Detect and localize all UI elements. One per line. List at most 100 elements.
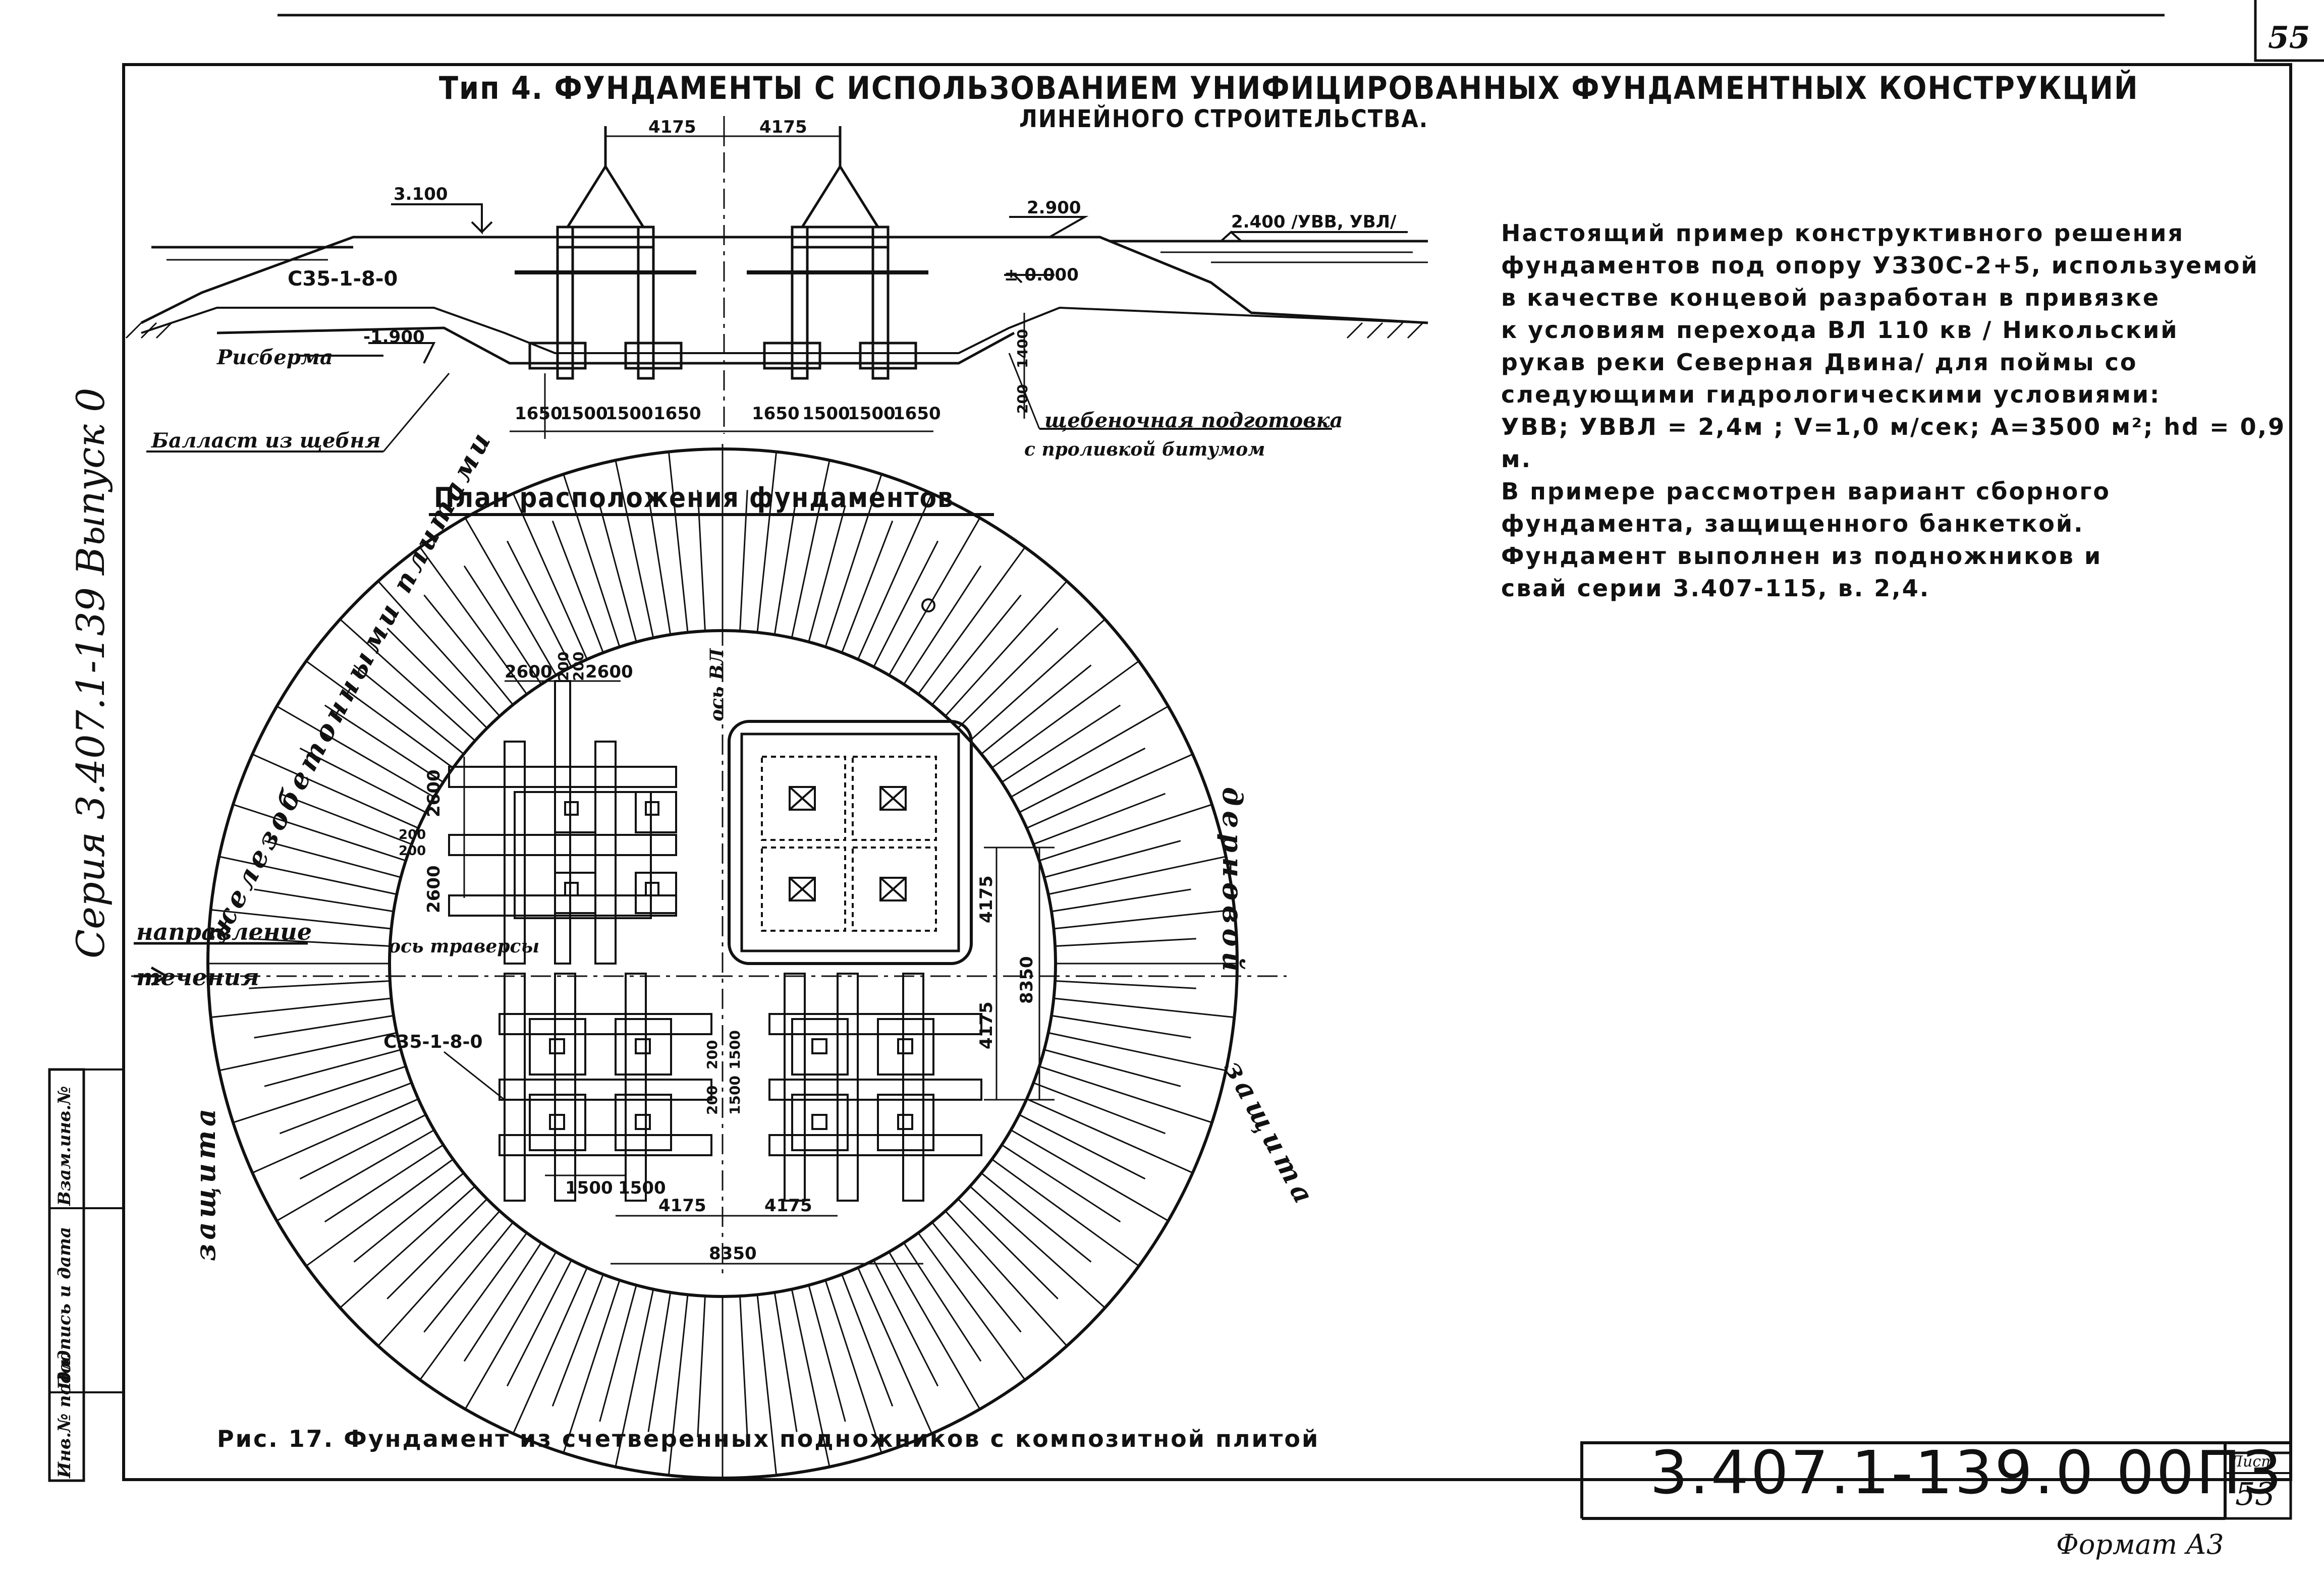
protection-ray <box>1044 840 1181 878</box>
dim-4175-left: 4175 <box>648 117 696 137</box>
axis-traverse-label: ось траверсы <box>389 936 540 957</box>
note-line: в качестве концевой разработан в привязк… <box>1501 284 2161 311</box>
protection-ray <box>931 1221 1022 1333</box>
ring-label-left-bottom: защита <box>189 1104 222 1261</box>
protection-ray <box>276 705 435 798</box>
protection-ray <box>210 909 392 930</box>
protection-ray <box>305 1158 454 1267</box>
protection-ray <box>1051 888 1191 913</box>
dim-4175-right: 4175 <box>759 117 807 137</box>
elev-2900: 2.900 <box>1027 198 1081 218</box>
protection-ray <box>210 997 392 1019</box>
note-line: к условиям перехода ВЛ 110 кв / Никольск… <box>1501 316 2179 344</box>
dim-plan-top-1: 2600 <box>505 662 552 682</box>
flow-direction-label-2: течения <box>136 964 259 991</box>
protection-ray <box>841 520 894 653</box>
protection-ray <box>808 505 846 642</box>
series-vertical-label: Серия 3.407.1-139 Выпуск 0 <box>68 387 113 958</box>
elev-minus-1900: -1.900 <box>363 327 425 347</box>
protection-ray <box>464 517 557 676</box>
dim-section-r4: 1650 <box>893 404 941 424</box>
protection-ray <box>377 1210 501 1347</box>
protection-ray <box>324 704 444 783</box>
note-line: фундамента, защищенного банкеткой. <box>1501 510 2084 537</box>
protection-ray <box>1026 1098 1193 1174</box>
protection-ray <box>386 1198 488 1300</box>
elev-3100: 3.100 <box>394 184 448 204</box>
protection-ray <box>386 628 488 729</box>
gravel-label-2: с проливкой битумом <box>1024 439 1265 460</box>
dim-200: 200 <box>1014 384 1031 414</box>
dim-plan-left-4: 2600 <box>424 865 444 913</box>
protection-ray <box>903 1242 982 1362</box>
protection-ray <box>551 520 604 653</box>
protection-ray <box>276 1129 435 1222</box>
note-line: УВВ; УВВЛ = 2,4м ; V=1,0 м/сек; A=3500 м… <box>1501 413 2286 473</box>
protection-ray <box>945 1210 1068 1347</box>
protection-ray <box>773 495 798 635</box>
plan-view <box>131 444 1287 1480</box>
dim-plan-bottom-4175-left: 4175 <box>658 1196 706 1216</box>
dim-plan-bottom-8350: 8350 <box>709 1244 757 1264</box>
protection-ray <box>1055 938 1196 947</box>
protection-ray <box>1048 856 1227 895</box>
note-line: следующими гидрологическими условиями: <box>1501 381 2161 408</box>
dim-section-r3: 1500 <box>848 404 896 424</box>
elev-2400: 2.400 /УВВ, УВЛ/ <box>1231 212 1397 232</box>
dim-section-r1: 1650 <box>752 404 800 424</box>
protection-ray <box>353 1172 465 1263</box>
dim-plan-4175-v2: 4175 <box>976 1001 997 1049</box>
protection-ray <box>218 856 397 895</box>
protection-ray <box>615 460 654 638</box>
protection-ray <box>279 1082 412 1135</box>
dim-plan-4175-v: 4175 <box>976 875 997 923</box>
protection-ray <box>599 505 637 642</box>
protection-ray <box>218 1032 397 1071</box>
protection-ray <box>917 546 1026 695</box>
elev-zero: ± 0.000 <box>1004 265 1079 285</box>
protection-ray <box>1001 1144 1121 1223</box>
protection-ray <box>917 1232 1026 1381</box>
dim-plan-left-1: 2600 <box>424 769 444 817</box>
corner-box <box>2254 0 2324 62</box>
protection-ray <box>647 495 672 635</box>
dim-plan-bottom-4175-right: 4175 <box>764 1196 812 1216</box>
risberm-label: Рисберма <box>217 346 333 369</box>
protection-ray <box>808 1285 846 1422</box>
protection-ray <box>464 1251 557 1410</box>
protection-ray <box>419 546 528 695</box>
protection-ray <box>506 1260 572 1387</box>
protection-ray <box>264 840 401 878</box>
protection-ray <box>423 594 514 706</box>
protection-ray <box>252 753 419 829</box>
protection-ray <box>668 452 689 633</box>
protection-ray <box>463 565 542 685</box>
protection-ray <box>756 1294 778 1476</box>
protection-ray <box>969 618 1106 742</box>
protection-ray <box>615 1289 654 1468</box>
plan-title: План расположения фундаментов <box>434 482 954 514</box>
protection-ray <box>254 888 394 913</box>
protection-ray <box>824 474 882 647</box>
protection-ray <box>1048 1032 1227 1071</box>
protection-ray <box>1026 753 1193 829</box>
protection-ray <box>1019 1114 1146 1180</box>
protection-ray <box>299 747 426 813</box>
protection-ray <box>463 1242 542 1362</box>
protection-ray <box>339 1186 476 1309</box>
stamp-sign-label: Подпись и дата <box>54 1226 75 1390</box>
dim-section-l1: 1650 <box>515 404 563 424</box>
pile-mark-section: С35-1-8-0 <box>288 267 398 291</box>
protection-ray <box>1055 980 1196 989</box>
protection-ray <box>903 565 982 685</box>
sheet-label: Лист <box>2230 1453 2276 1471</box>
protection-ray <box>299 1114 426 1180</box>
dim-plan-bottom-1500-2: 1500 <box>618 1178 666 1198</box>
protection-ray <box>1033 793 1166 845</box>
drawing-frame <box>122 63 2292 1481</box>
protection-ray <box>1051 1014 1191 1039</box>
note-line: Фундамент выполнен из подножников и <box>1501 542 2102 570</box>
protection-ray <box>264 1049 401 1087</box>
